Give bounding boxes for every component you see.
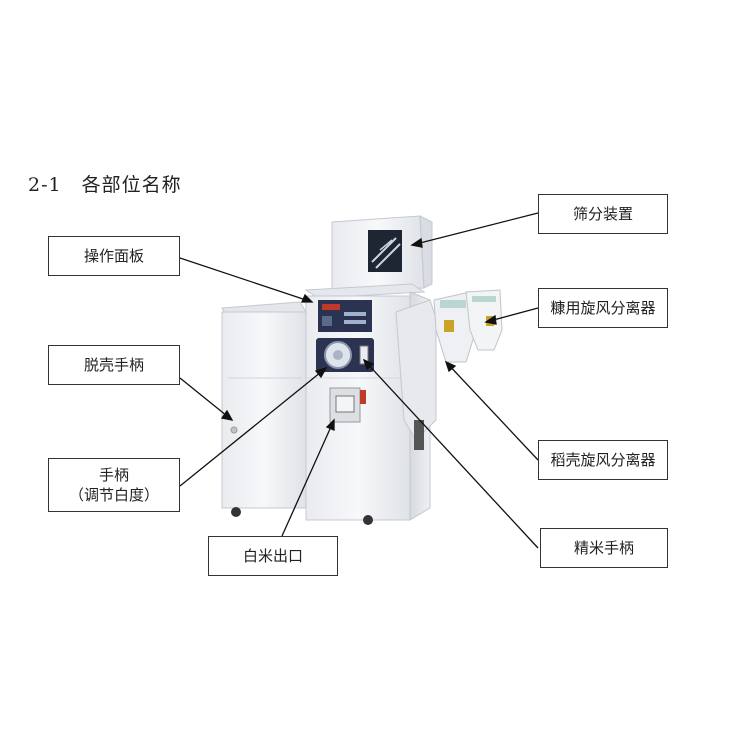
leader-control-panel	[179, 257, 313, 303]
cyclones	[433, 289, 503, 363]
leader-hulling-handle	[179, 377, 233, 421]
label-whiteness-handle: 手柄 （调节白度）	[48, 458, 180, 512]
screening-device-housing	[331, 215, 433, 293]
label-text: 白米出口	[242, 546, 303, 565]
label-polished-rice-handle: 精米手柄	[540, 528, 668, 568]
leader-whiteness-handle	[179, 367, 327, 487]
label-text: 筛分装置	[572, 204, 633, 223]
leader-white-rice-outlet	[281, 419, 335, 537]
leader-screening-device	[411, 212, 539, 246]
leader-lines	[179, 212, 539, 549]
section-title: 2-1 各部位名称	[28, 174, 182, 196]
label-text: 操作面板	[83, 246, 144, 265]
leader-polished-rice-handle	[363, 359, 539, 549]
label-text: 稻壳旋风分离器	[550, 450, 656, 469]
label-text: 糠用旋风分离器	[550, 298, 656, 317]
left-cabinet	[221, 301, 307, 517]
leader-husk-cyclone	[445, 361, 539, 461]
label-white-rice-outlet: 白米出口	[208, 536, 338, 576]
label-text-line2: （调节白度）	[68, 486, 159, 504]
label-bran-cyclone: 糠用旋风分离器	[538, 288, 668, 328]
main-body	[304, 283, 431, 525]
label-text-line1: 手柄	[98, 465, 129, 484]
label-text: 精米手柄	[573, 538, 634, 557]
label-hulling-handle: 脱壳手柄	[48, 345, 180, 385]
label-screening-device: 筛分装置	[538, 194, 668, 234]
label-text: 脱壳手柄	[83, 355, 144, 374]
label-husk-cyclone: 稻壳旋风分离器	[538, 440, 668, 480]
label-control-panel: 操作面板	[48, 236, 180, 276]
